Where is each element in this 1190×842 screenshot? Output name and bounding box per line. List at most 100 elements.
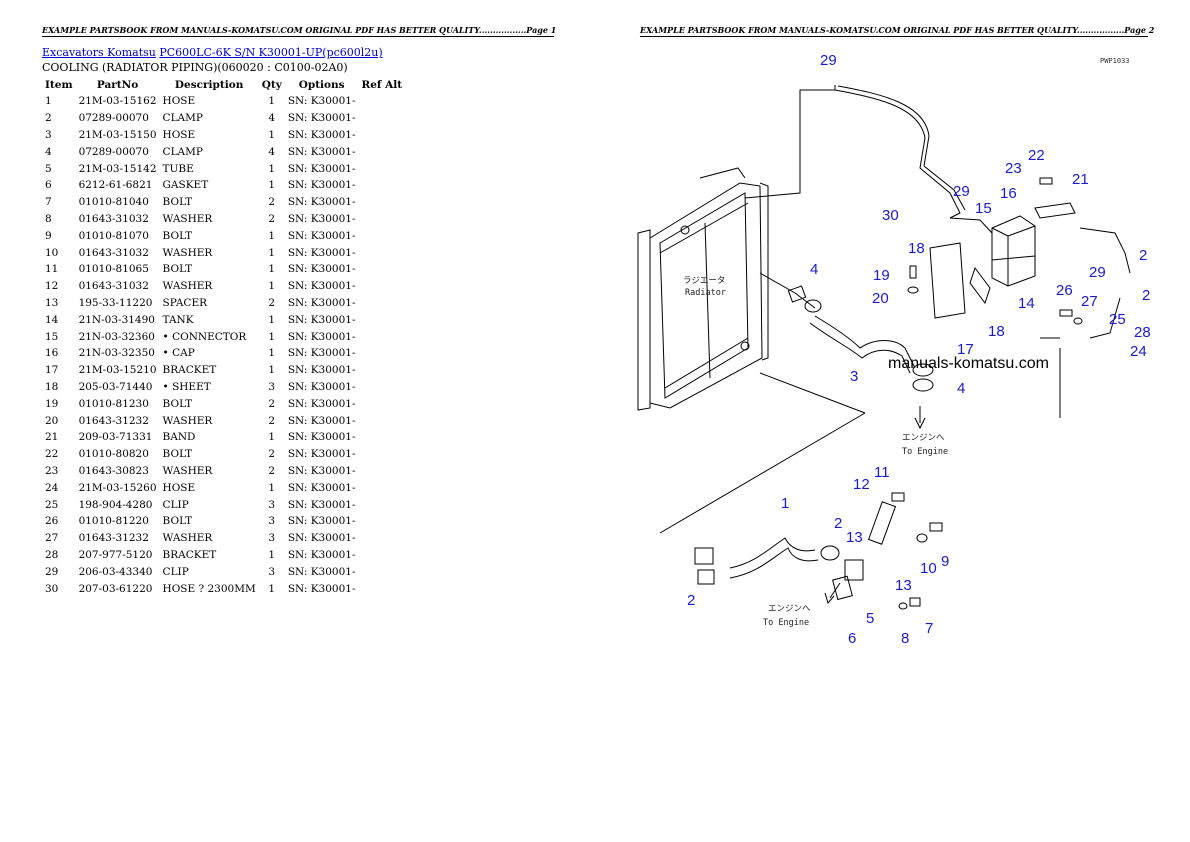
table-cell-item: 7 — [45, 196, 52, 209]
table-cell-desc: TUBE — [162, 162, 194, 175]
callout-18: 18 — [908, 240, 925, 257]
table-cell-item: 28 — [45, 548, 59, 561]
table-cell-qty: 2 — [268, 414, 276, 427]
table-cell-desc: CLAMP — [162, 145, 203, 158]
table-cell-desc: HOSE — [162, 95, 196, 108]
table-cell-desc: BAND — [162, 431, 196, 444]
table-cell-desc: • CONNECTOR — [162, 330, 247, 343]
callout-2: 2 — [834, 515, 842, 532]
callout-26: 26 — [1056, 282, 1073, 299]
table-cell-desc: HOSE — [162, 481, 196, 494]
callout-30: 30 — [882, 207, 899, 224]
table-cell-qty: 1 — [268, 263, 276, 276]
table-cell-partno: 195-33-11220 — [78, 296, 153, 309]
table-cell-refalt — [359, 261, 406, 278]
table-cell-options: SN: K30001- — [287, 112, 356, 125]
table-cell-item: 14 — [45, 313, 59, 326]
breadcrumb: Excavators Komatsu PC600LC-6K S/N K30001… — [42, 46, 383, 59]
column-header-partno: PartNo — [96, 78, 139, 91]
table-cell-options: SN: K30001- — [287, 380, 356, 393]
table-cell-desc: WASHER — [162, 414, 213, 427]
table-cell-refalt — [359, 580, 406, 597]
table-cell-partno: 07289-00070 — [78, 145, 149, 158]
table-cell-refalt — [359, 547, 406, 564]
callout-21: 21 — [1072, 171, 1089, 188]
table-cell-qty: 1 — [268, 128, 276, 141]
callout-29: 29 — [1089, 264, 1106, 281]
table-cell-options: SN: K30001- — [287, 313, 356, 326]
table-cell-item: 8 — [45, 212, 52, 225]
radiator-label-en: Radiator — [685, 288, 726, 298]
table-cell-partno: 207-03-61220 — [78, 582, 153, 595]
table-cell-partno: 01010-80820 — [78, 448, 149, 461]
table-cell-item: 18 — [45, 380, 59, 393]
callout-28: 28 — [1134, 324, 1150, 341]
table-cell-item: 29 — [45, 565, 59, 578]
callout-19: 19 — [873, 267, 890, 284]
table-cell-options: SN: K30001- — [287, 448, 356, 461]
table-cell-desc: WASHER — [162, 532, 213, 545]
callout-15: 15 — [975, 200, 992, 217]
radiator-drawing — [637, 167, 769, 411]
table-cell-desc: BRACKET — [162, 548, 217, 561]
table-cell-options: SN: K30001- — [287, 414, 356, 427]
table-cell-partno: 21N-03-32360 — [78, 330, 155, 343]
table-cell-desc: HOSE ? 2300MM — [162, 582, 256, 595]
column-header-ref-alt: Ref Alt — [361, 78, 403, 91]
table-cell-refalt — [359, 295, 406, 312]
table-cell-qty: 2 — [268, 296, 276, 309]
table-cell-item: 22 — [45, 448, 59, 461]
table-cell-refalt — [359, 395, 406, 412]
table-cell-desc: BOLT — [162, 263, 193, 276]
watermark: manuals-komatsu.com — [888, 355, 1049, 372]
table-cell-refalt — [359, 513, 406, 530]
table-cell-options: SN: K30001- — [287, 515, 356, 528]
page-1-header-text: EXAMPLE PARTSBOOK FROM MANUALS-KOMATSU.C… — [42, 25, 557, 35]
table-cell-refalt — [359, 110, 406, 127]
table-cell-desc: WASHER — [162, 246, 213, 259]
table-cell-refalt — [359, 496, 406, 513]
table-cell-partno: 205-03-71440 — [78, 380, 153, 393]
table-cell-options: SN: K30001- — [287, 128, 356, 141]
breadcrumb-link-category[interactable]: Excavators Komatsu — [42, 46, 156, 59]
table-cell-partno: 01643-31032 — [78, 280, 149, 293]
column-header-options: Options — [298, 78, 345, 91]
column-header-item: Item — [45, 78, 73, 91]
table-cell-desc: HOSE — [162, 128, 196, 141]
table-cell-item: 30 — [45, 582, 59, 595]
table-cell-qty: 2 — [268, 464, 276, 477]
table-cell-options: SN: K30001- — [287, 280, 356, 293]
table-cell-qty: 3 — [268, 380, 276, 393]
table-cell-desc: CLIP — [162, 498, 189, 511]
table-cell-refalt — [359, 278, 406, 295]
callout-1: 1 — [781, 495, 789, 512]
table-cell-item: 13 — [45, 296, 59, 309]
table-cell-options: SN: K30001- — [287, 212, 356, 225]
exploded-parts-diagram: PWP1033 ラジエータ Radiator — [637, 52, 1150, 647]
table-cell-item: 17 — [45, 364, 59, 377]
table-cell-options: SN: K30001- — [287, 548, 356, 561]
table-cell-options: SN: K30001- — [287, 347, 356, 360]
table-cell-item: 20 — [45, 414, 59, 427]
breadcrumb-link-model[interactable]: PC600LC-6K S/N K30001-UP(pc600l2u) — [159, 46, 383, 59]
table-cell-refalt — [359, 530, 406, 547]
table-cell-options: SN: K30001- — [287, 364, 356, 377]
table-cell-refalt — [359, 412, 406, 429]
table-cell-refalt — [359, 479, 406, 496]
table-cell-item: 3 — [45, 128, 52, 141]
table-cell-desc: BRACKET — [162, 364, 217, 377]
table-cell-desc: BOLT — [162, 448, 193, 461]
